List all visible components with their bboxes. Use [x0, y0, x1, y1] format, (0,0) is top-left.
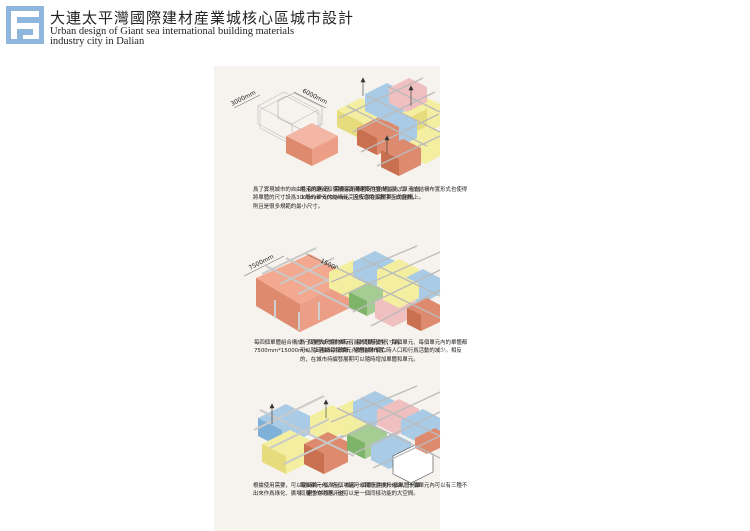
extraction-blocks	[258, 404, 348, 474]
project-title-chinese: 大連太平灣國際建材産業城核心區城市設計	[50, 9, 355, 27]
caption-extraction: 根據使用需要，可以隨時將一個單元，或者一個單元內的一個單體剝離出來作爲綠化、廣場…	[253, 483, 421, 498]
extraction-arrows	[269, 399, 329, 424]
project-title-english: Urban design of Giant sea international …	[50, 26, 295, 47]
panel-flexibility: 爲了適應城市將來有可能的發展變化，每個單元、每個單元內的單體都可以隨時抽出并散離…	[300, 245, 467, 396]
project-title-english-line2: industry city in Dalian	[50, 36, 145, 47]
flexibility-diagram	[329, 245, 441, 331]
caption-function-mixing: 每個單元內，各個功能可以隨意置換和組合，一個單元內可以有三種不同屬性的功能，也可…	[300, 483, 468, 498]
caption-stacking: 單元的疊合和復制能實現建築的豎向生長，單元的結構布置形式也使得上層的單元的結構能…	[300, 187, 468, 202]
caption-unit-structure: 每四個單體組合構成一個更大尺度的單元，每個單元的尺寸爲7500mm*15000m…	[254, 340, 400, 355]
module-wireframe-diagram: 3000mm 6000mm	[230, 88, 338, 166]
caption-flexibility: 爲了適應城市將來有可能的發展變化，每個單元、每個單元內的單體都可以隨時抽出并散離…	[300, 340, 468, 363]
highlighted-module-block	[286, 123, 338, 166]
extraction-diagram	[253, 395, 355, 474]
panel-module-size: 3000mm 6000mm 爲了實現城市的自由生長和再造，需要采用單體衍生的構成…	[214, 66, 420, 256]
project-title-english-line1: Urban design of Giant sea international …	[50, 26, 295, 37]
flex-blocks	[329, 251, 440, 331]
diagram-poster: 3000mm 6000mm 爲了實現城市的自由生長和再造，需要采用單體衍生的構成…	[214, 66, 467, 531]
unit-structure-diagram: 7500mm 15000mm	[243, 247, 367, 332]
panel-stacking: 單元的疊合和復制能實現建築的豎向生長，單元的結構布置形式也使得上層的單元的結構能…	[300, 66, 467, 256]
function-blocks	[329, 391, 440, 484]
maze-logo-icon	[6, 6, 44, 44]
caption-module-size: 爲了實現城市的自由生長和再造，需要采用單體衍生的構成方式。在此將單體的尺寸設爲3…	[253, 187, 421, 210]
growth-arrows	[360, 77, 414, 154]
panel-extraction: 根據使用需要，可以隨時將一個單元，或者一個單元內的一個單體剝離出來作爲綠化、廣場…	[214, 395, 420, 531]
panel-function-mixing: 每個單元內，各個功能可以隨意置換和組合，一個單元內可以有三種不同屬性的功能，也可…	[300, 385, 467, 531]
stacking-diagram	[337, 77, 441, 176]
function-mixing-diagram	[329, 385, 441, 484]
panel-unit-structure: 7500mm 15000mm 每四個單體組合構成一個更大尺度的單元，每個單元的尺…	[214, 247, 400, 396]
